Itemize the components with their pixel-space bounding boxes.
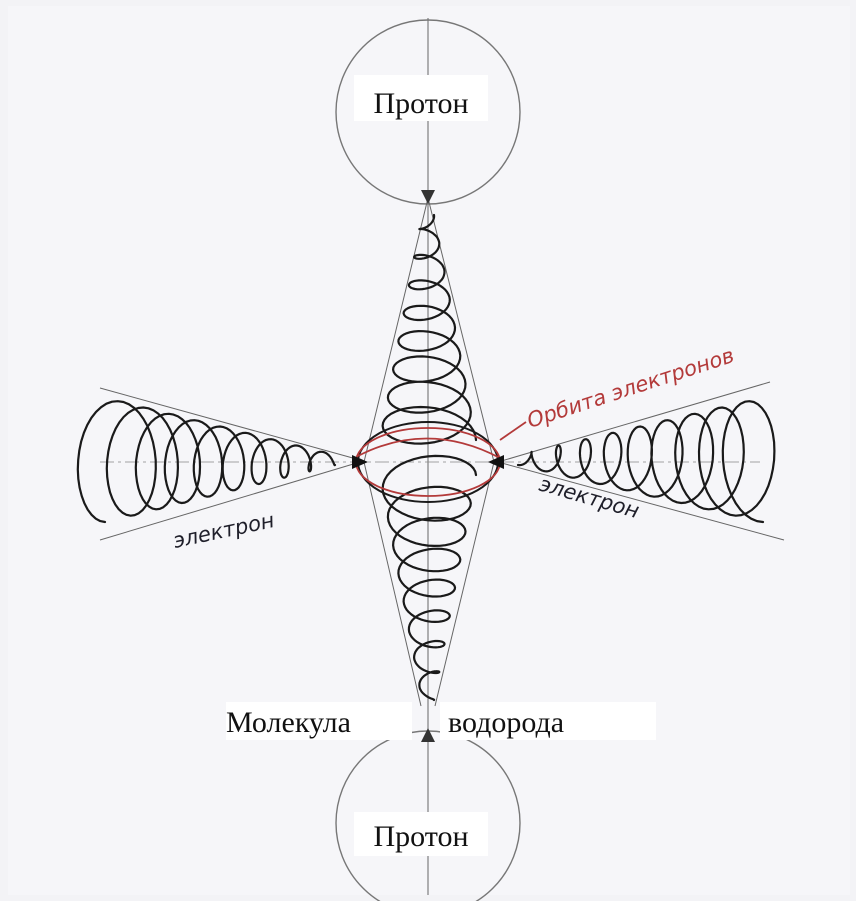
- proton-top-label: Протон: [373, 87, 468, 120]
- molecule-label-right: водорода: [448, 706, 564, 739]
- molecule-label-left: Молекула: [226, 706, 351, 739]
- proton-bottom-label: Протон: [373, 820, 468, 853]
